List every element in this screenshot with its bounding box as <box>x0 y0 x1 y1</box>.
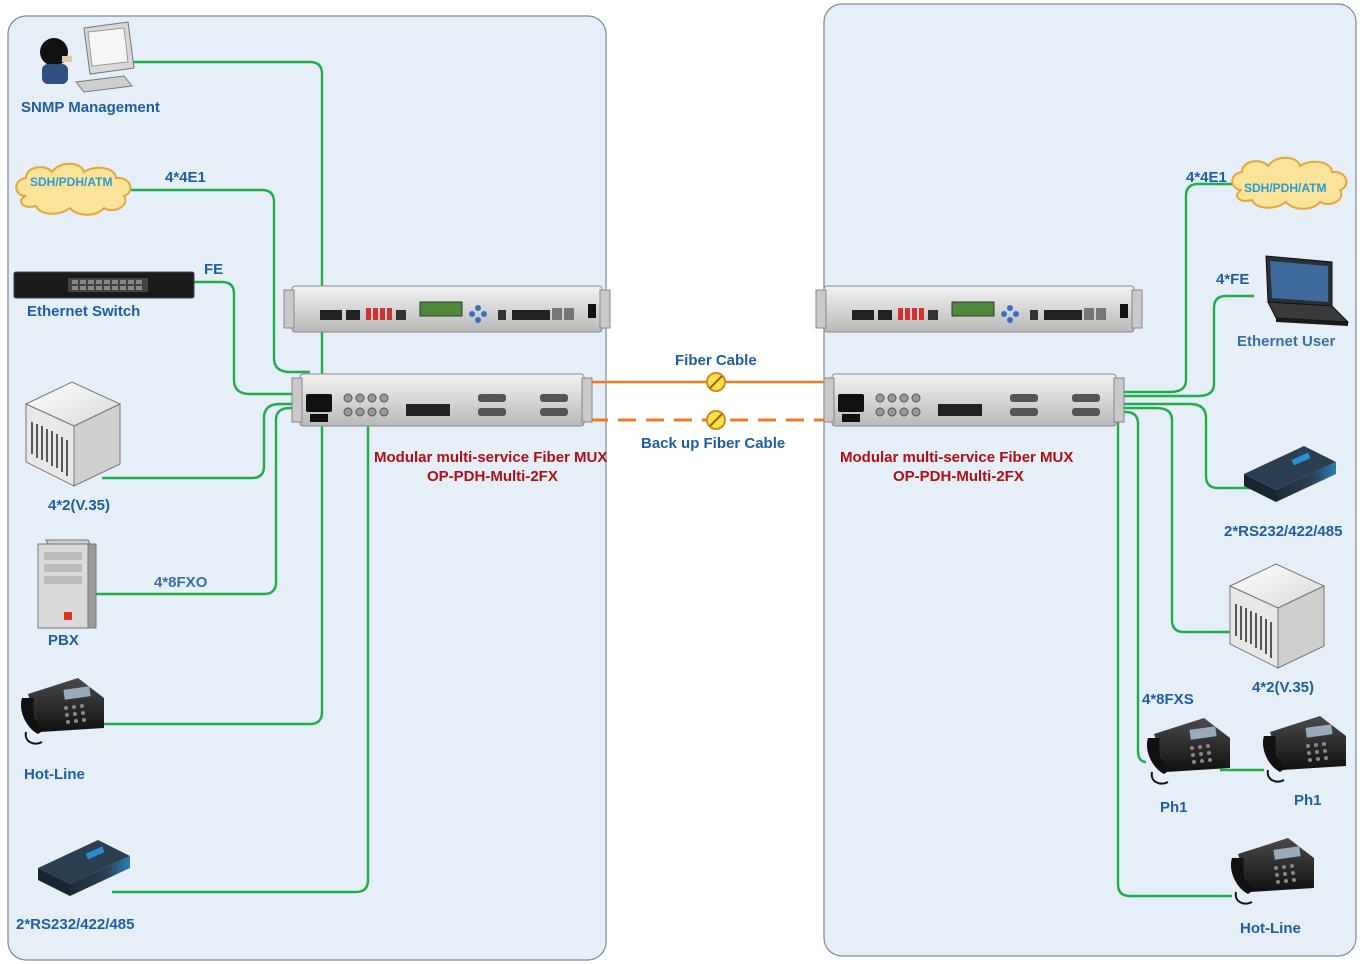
hotline-label: Hot-Line <box>24 766 85 783</box>
snmp-management-icon <box>40 21 135 93</box>
cloud-label-right: SDH/PDH/ATM <box>1244 181 1326 195</box>
fe-link-label-right: 4*FE <box>1216 271 1249 288</box>
fxs-link-label: 4*8FXS <box>1142 691 1194 708</box>
ph1-label-a: Ph1 <box>1160 799 1188 816</box>
v35-label: 4*2(V.35) <box>48 497 110 514</box>
hotline-label-right: Hot-Line <box>1240 920 1301 937</box>
switch-label: Ethernet Switch <box>27 303 140 320</box>
right-mux-front-icon <box>815 285 1143 333</box>
left-mux-model: OP-PDH-Multi-2FX <box>427 468 558 485</box>
connection-lines-right <box>1116 182 1264 898</box>
left-mux-front-icon <box>283 285 611 333</box>
connection-lines-left <box>90 60 370 894</box>
snmp-label: SNMP Management <box>21 99 160 116</box>
fiber-cable-label: Fiber Cable <box>675 352 757 369</box>
sdh-cloud-icon <box>15 162 132 216</box>
right-mux-name: Modular multi-service Fiber MUX <box>840 449 1073 466</box>
right-mux-rear-icon <box>823 373 1125 427</box>
laptop-icon <box>1265 255 1350 326</box>
fxo-link-label: 4*8FXO <box>154 574 208 591</box>
ethernet-switch-icon <box>13 271 195 299</box>
rs232-label: 2*RS232/422/485 <box>16 916 134 933</box>
v35-label-right: 4*2(V.35) <box>1252 679 1314 696</box>
rs232-label-right: 2*RS232/422/485 <box>1224 523 1342 540</box>
pbx-label: PBX <box>48 632 79 649</box>
backup-fiber-label: Back up Fiber Cable <box>641 435 785 452</box>
pbx-icon <box>37 539 97 629</box>
left-mux-name: Modular multi-service Fiber MUX <box>374 449 607 466</box>
ph1-label-b: Ph1 <box>1294 792 1322 809</box>
left-mux-rear-icon <box>291 373 593 427</box>
fe-link-label: FE <box>204 261 223 278</box>
e1-link-label: 4*4E1 <box>165 169 206 186</box>
e1-link-label-right: 4*4E1 <box>1186 169 1227 186</box>
fiber-links <box>578 372 836 430</box>
right-mux-model: OP-PDH-Multi-2FX <box>893 468 1024 485</box>
cloud-label: SDH/PDH/ATM <box>30 175 112 189</box>
ethernet-user-label: Ethernet User <box>1237 333 1336 350</box>
